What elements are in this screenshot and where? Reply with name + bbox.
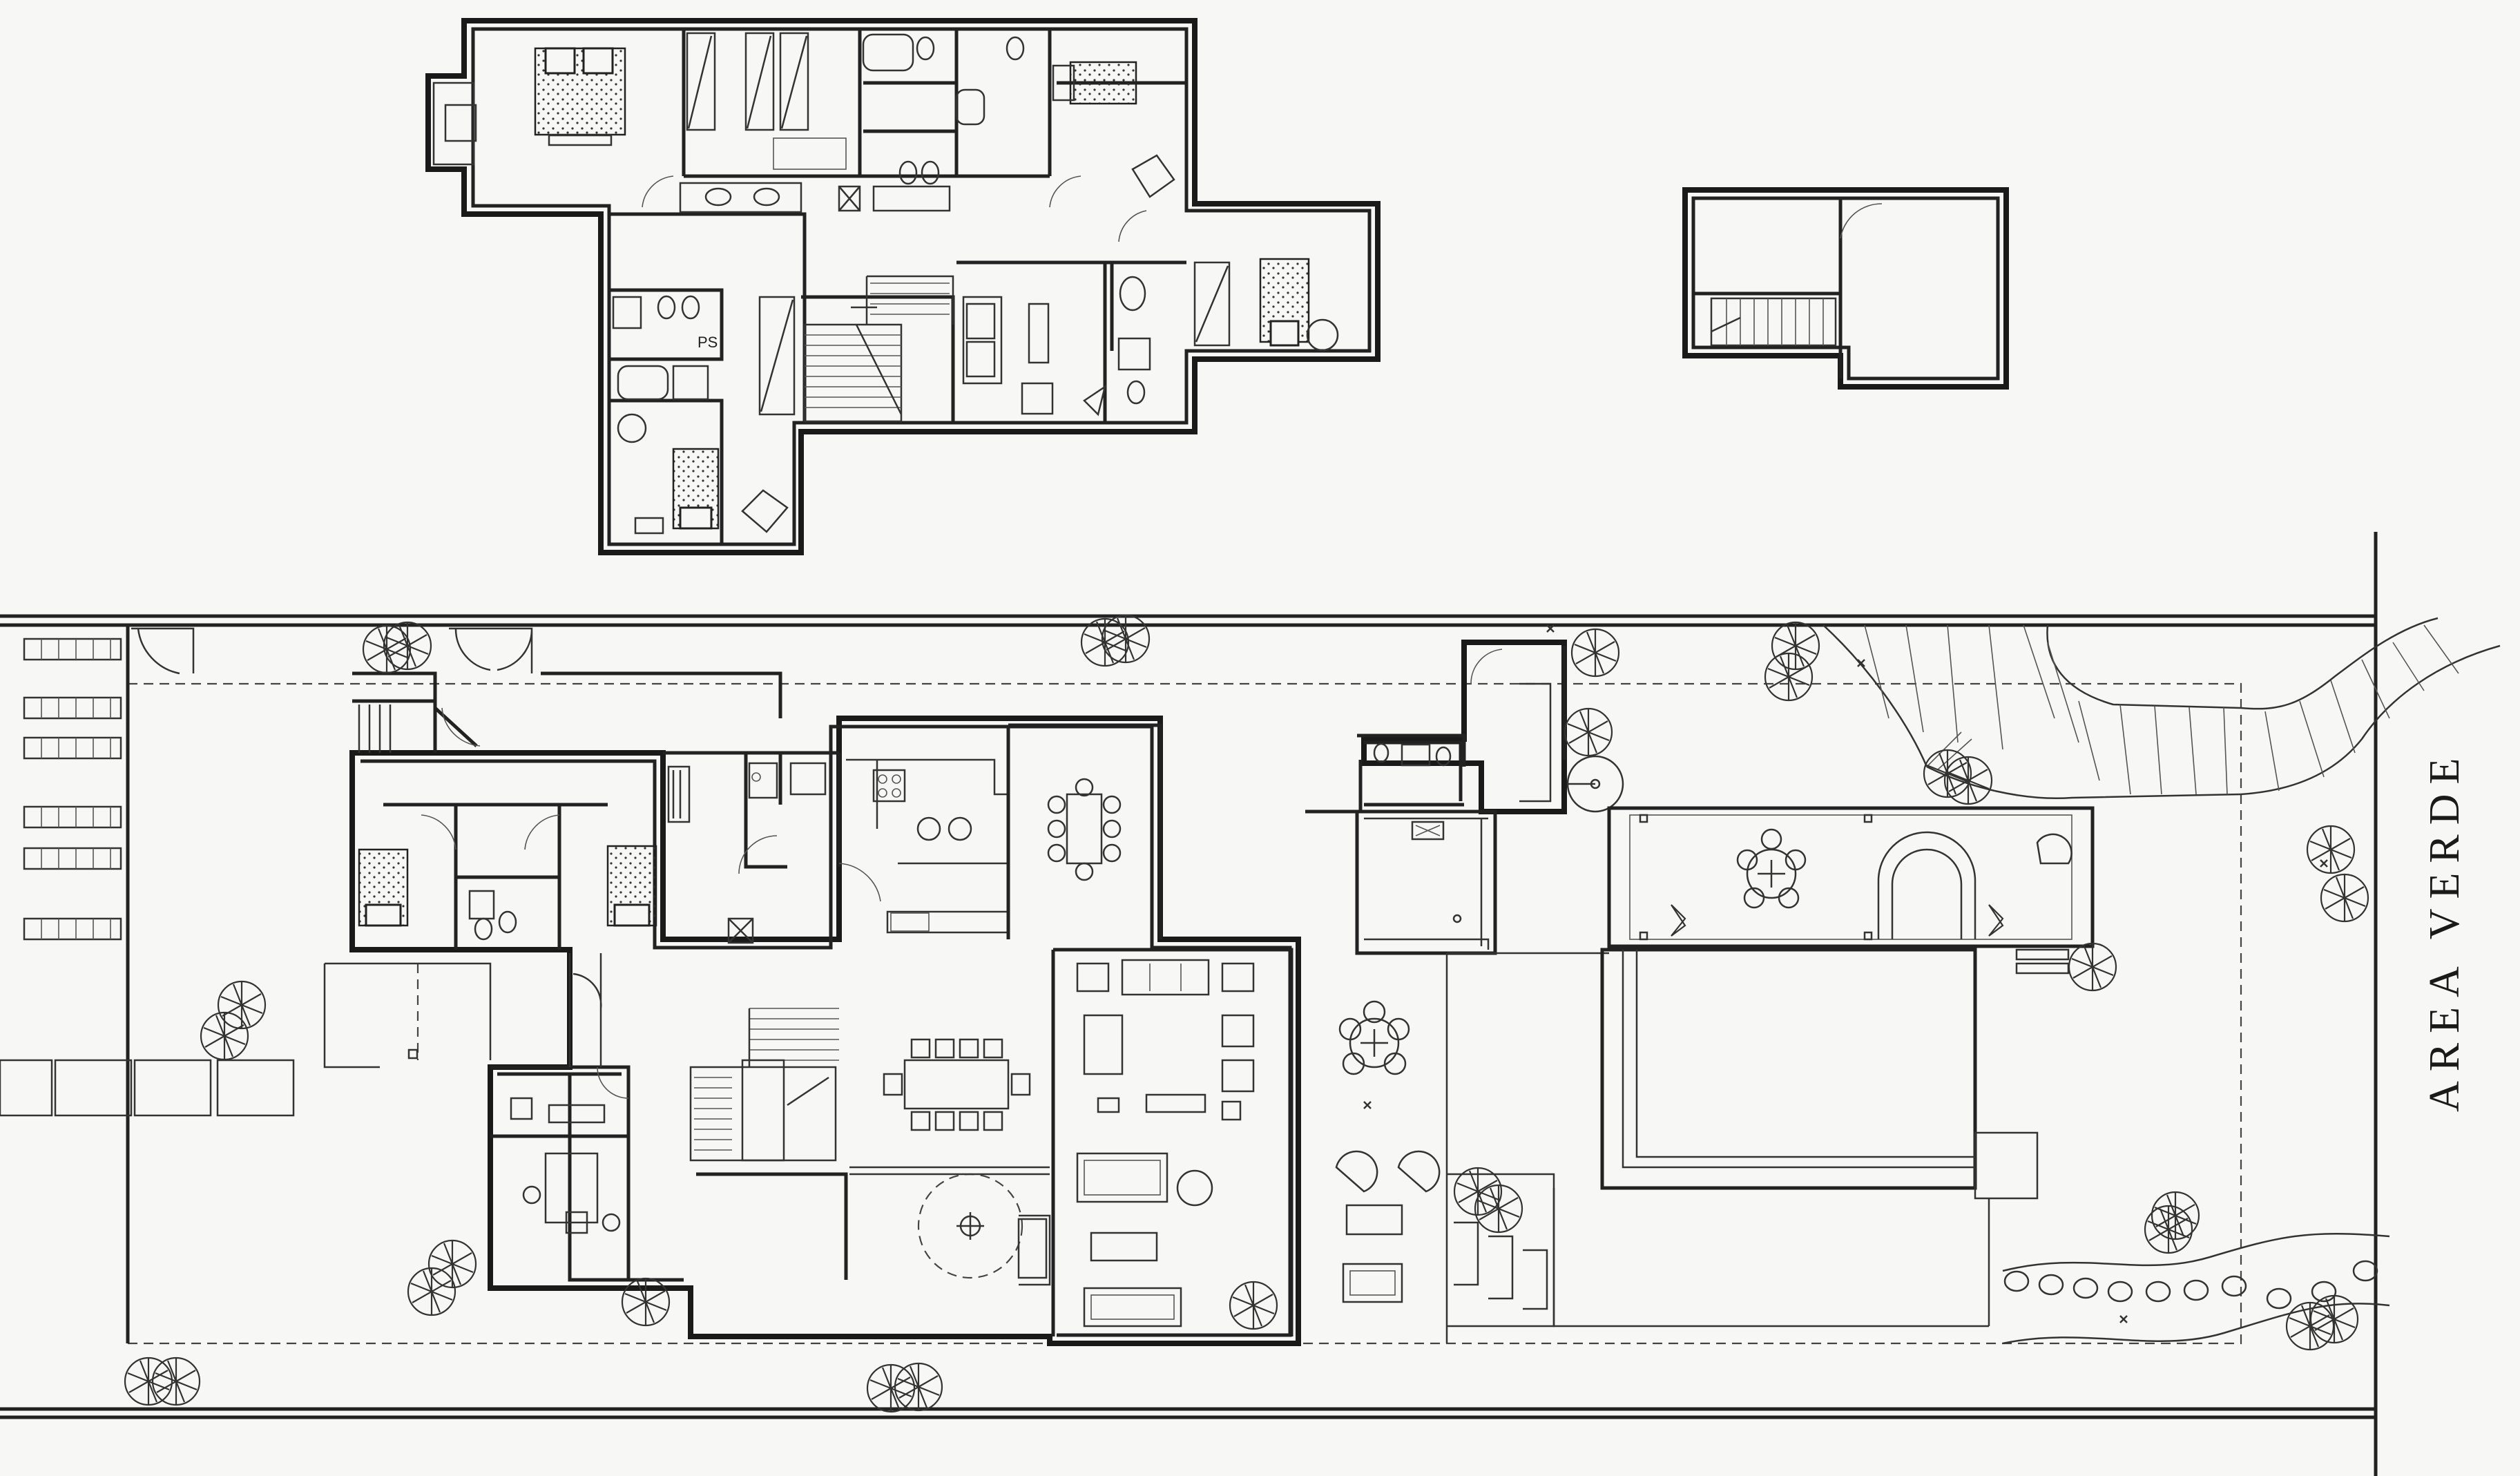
stepping-stones [2002,1233,2390,1345]
upper-floor-outline [425,18,1381,555]
terrace-furniture [1335,1000,1441,1303]
stair-tower-plan [1682,187,2009,390]
dining-table-ground [903,1059,1010,1110]
pool-house-outline [1361,640,1567,814]
curved-walkway [1822,617,2501,799]
ps-tag: PS [698,334,718,351]
area-verde-label: AREA VERDE [2421,749,2468,1112]
bay-window [432,82,475,166]
property-line-top [0,614,2376,627]
swimming-pool [1552,948,2039,1328]
trees [124,614,2369,1413]
bathtub [862,33,914,72]
neighbor-fence-blocks [0,638,295,1117]
upper-floor-plan: PS [425,18,1381,555]
pool-deck [1607,806,2095,975]
property-line-bottom [0,1407,2376,1419]
ground-floor-site [0,532,2501,1476]
ground-staircase [689,1008,839,1162]
upper-staircase [803,275,954,423]
dining-table-top [1066,793,1103,865]
